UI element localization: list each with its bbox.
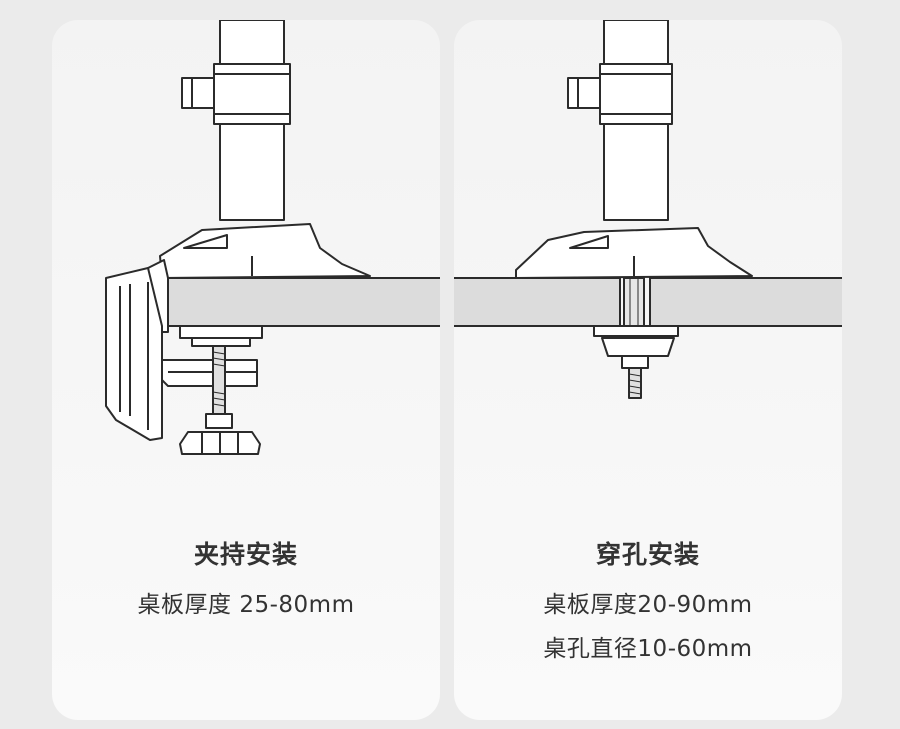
clamp-body	[105, 267, 163, 441]
grommet-hole-spec: 桌孔直径10-60mm	[543, 636, 753, 662]
desk-board-left	[454, 277, 621, 327]
hex-nut	[621, 355, 649, 369]
collar-knob	[181, 77, 215, 109]
collar-knob	[567, 77, 601, 109]
clamp-thickness-spec: 桌板厚度 25-80mm	[137, 592, 355, 618]
hex-nut	[205, 413, 233, 429]
mount-base	[159, 223, 371, 279]
grommet-thickness-spec: 桌板厚度20-90mm	[543, 592, 753, 618]
clamp-install-title: 夹持安装	[193, 540, 298, 569]
grommet-mount-illustration	[454, 20, 842, 399]
mount-base	[515, 227, 753, 279]
grommet-install-title: 穿孔安装	[595, 540, 700, 569]
washer	[601, 337, 675, 357]
bottom-plate	[593, 325, 679, 337]
through-bolt	[623, 277, 645, 327]
pressure-plate	[179, 325, 263, 339]
clamp-install-panel: 夹持安装 桌板厚度 25-80mm	[52, 20, 440, 720]
desk-board-right	[649, 277, 842, 327]
desk-board	[161, 277, 440, 327]
clamp-mount-illustration	[105, 20, 440, 455]
grommet-install-panel: 穿孔安装 桌板厚度20-90mm 桌孔直径10-60mm	[454, 20, 842, 720]
